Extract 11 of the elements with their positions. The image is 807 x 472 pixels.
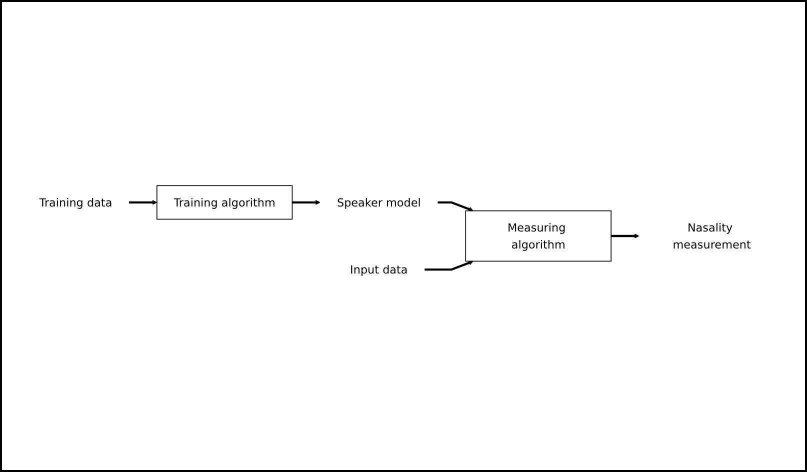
arrow — [128, 200, 158, 205]
node-text: Speaker model — [336, 196, 421, 210]
node-text: Nasality measurement — [672, 220, 751, 252]
arrow — [611, 234, 640, 238]
arrow — [424, 260, 474, 271]
node-text: Input data — [350, 262, 408, 276]
arrow — [438, 201, 474, 212]
node-box: Measuring algorithm — [465, 210, 612, 262]
node-text: Training data — [39, 196, 112, 210]
node-box: Training algorithm — [156, 185, 293, 220]
arrow — [292, 200, 320, 205]
